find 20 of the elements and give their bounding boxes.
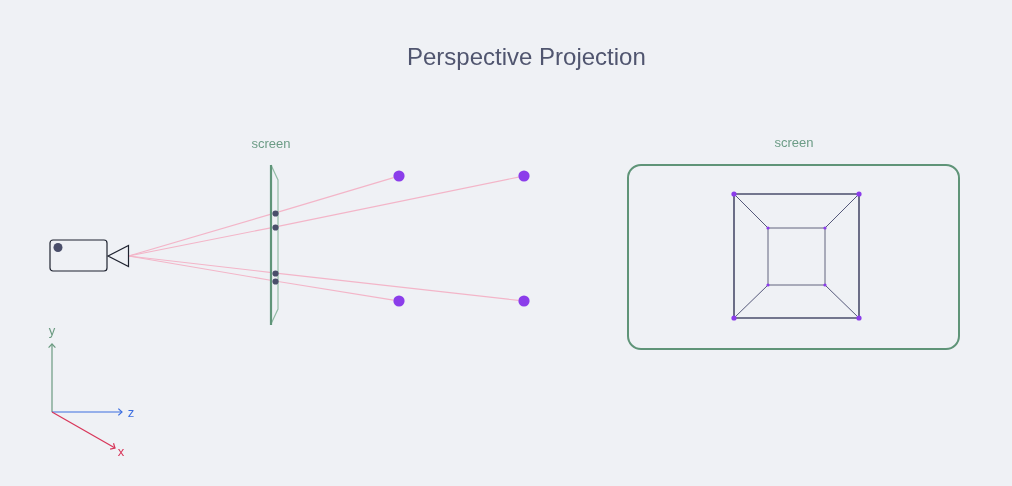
projection-ray bbox=[277, 177, 395, 213]
point-icon bbox=[393, 295, 405, 307]
screen-label: screen bbox=[251, 136, 291, 152]
projection-ray bbox=[277, 176, 520, 227]
camera-icon bbox=[48, 238, 130, 274]
projected-point-icon bbox=[271, 269, 279, 277]
title: Perspective Projection bbox=[407, 43, 646, 70]
screen-label: screen bbox=[774, 135, 814, 151]
projected-point-icon bbox=[271, 277, 279, 285]
axis-label: y bbox=[48, 324, 56, 338]
axis-label: x bbox=[117, 445, 125, 459]
axis-label: z bbox=[127, 406, 135, 420]
projected-point-icon bbox=[271, 223, 279, 231]
point-icon bbox=[393, 170, 405, 182]
projection-ray bbox=[277, 280, 395, 301]
projection-ray bbox=[127, 255, 273, 282]
projection-ray bbox=[277, 272, 519, 301]
point-icon bbox=[518, 295, 530, 307]
point-icon bbox=[518, 170, 530, 182]
projected-point-icon bbox=[271, 209, 279, 217]
